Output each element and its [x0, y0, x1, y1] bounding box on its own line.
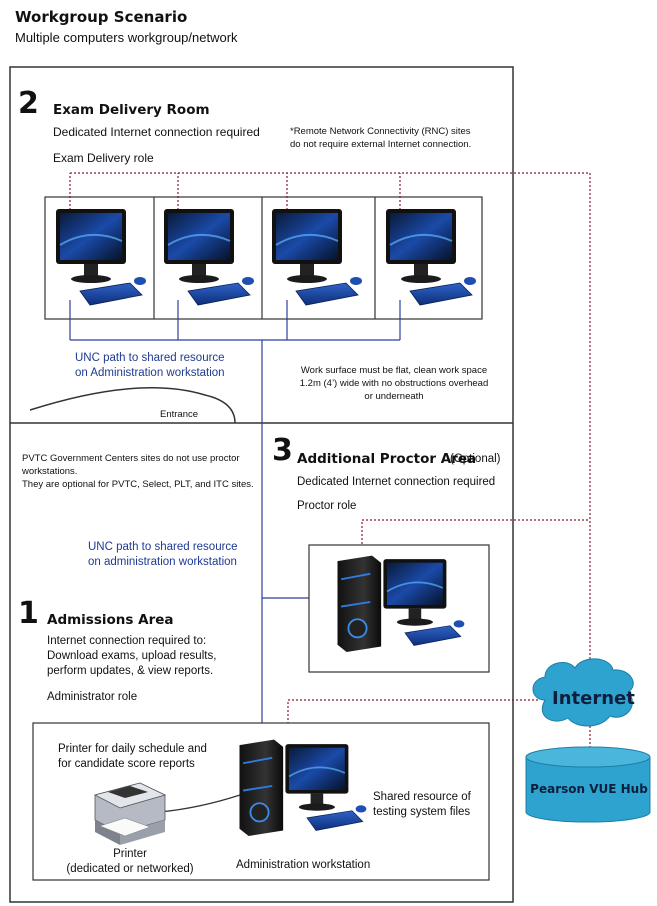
exam-room-role: Exam Delivery role [53, 151, 154, 165]
unc-admin-line2: on administration workstation [88, 556, 237, 568]
unc-exam-line1: UNC path to shared resource [75, 352, 225, 364]
printer-label-line1: Printer [113, 848, 147, 860]
hub-label: Pearson VUE Hub [530, 782, 648, 796]
shared-resource-line1: Shared resource of [373, 791, 471, 803]
shared-resource-line2: testing system files [373, 806, 471, 818]
exam-room-connection: Dedicated Internet connection required [53, 125, 260, 139]
admin-workstation-label: Administration workstation [236, 859, 371, 871]
admissions-heading: Admissions Area [47, 612, 174, 628]
admissions-line3: perform updates, & view reports. [47, 665, 214, 677]
proctor-area-role: Proctor role [297, 500, 357, 512]
pvtc-note-line3: They are optional for PVTC, Select, PLT,… [22, 479, 254, 490]
proctor-area-heading: Additional Proctor Area [297, 451, 477, 467]
work-surface-line3: or underneath [364, 391, 424, 402]
unc-admin-line1: UNC path to shared resource [88, 541, 238, 553]
internet-label: Internet [552, 688, 635, 709]
rnc-note-line1: *Remote Network Connectivity (RNC) sites [290, 126, 471, 137]
proctor-area-number: 3 [272, 433, 293, 468]
admissions-line2: Download exams, upload results, [47, 650, 217, 662]
rnc-note-line2: do not require external Internet connect… [290, 139, 472, 150]
proctor-tower [336, 554, 383, 652]
building-outline [9, 66, 514, 903]
printer-label-line2: (dedicated or networked) [66, 863, 194, 875]
admissions-number: 1 [18, 596, 39, 631]
entrance-door [29, 386, 206, 411]
internet-lines [69, 172, 591, 752]
entrance-label: Entrance [160, 409, 199, 420]
work-surface-line2: 1.2m (4’) wide with no obstructions over… [299, 378, 489, 389]
proctor-area-optional: (Optional) [450, 453, 501, 465]
pvtc-note-line2: workstations. [22, 466, 78, 477]
work-surface-line1: Work surface must be flat, clean work sp… [300, 365, 488, 376]
admin-tower [238, 738, 285, 836]
admissions-role: Administrator role [47, 691, 138, 703]
exam-room-number: 2 [18, 86, 39, 121]
pvtc-note-line1: PVTC Government Centers sites do not use… [22, 453, 240, 464]
admissions-line1: Internet connection required to: [47, 635, 207, 647]
pearson-vue-hub-icon [525, 746, 651, 823]
unc-exam-line2: on Administration workstation [75, 367, 225, 379]
printer-icon [93, 782, 167, 845]
internet-cloud-icon [532, 658, 634, 727]
printer-note-line1: Printer for daily schedule and [58, 743, 207, 755]
printer-note-line2: for candidate score reports [58, 758, 195, 770]
exam-room-heading: Exam Delivery Room [53, 102, 210, 118]
page-subtitle: Multiple computers workgroup/network [15, 30, 238, 45]
page-title: Workgroup Scenario [15, 8, 188, 26]
proctor-area-connection: Dedicated Internet connection required [297, 476, 496, 488]
